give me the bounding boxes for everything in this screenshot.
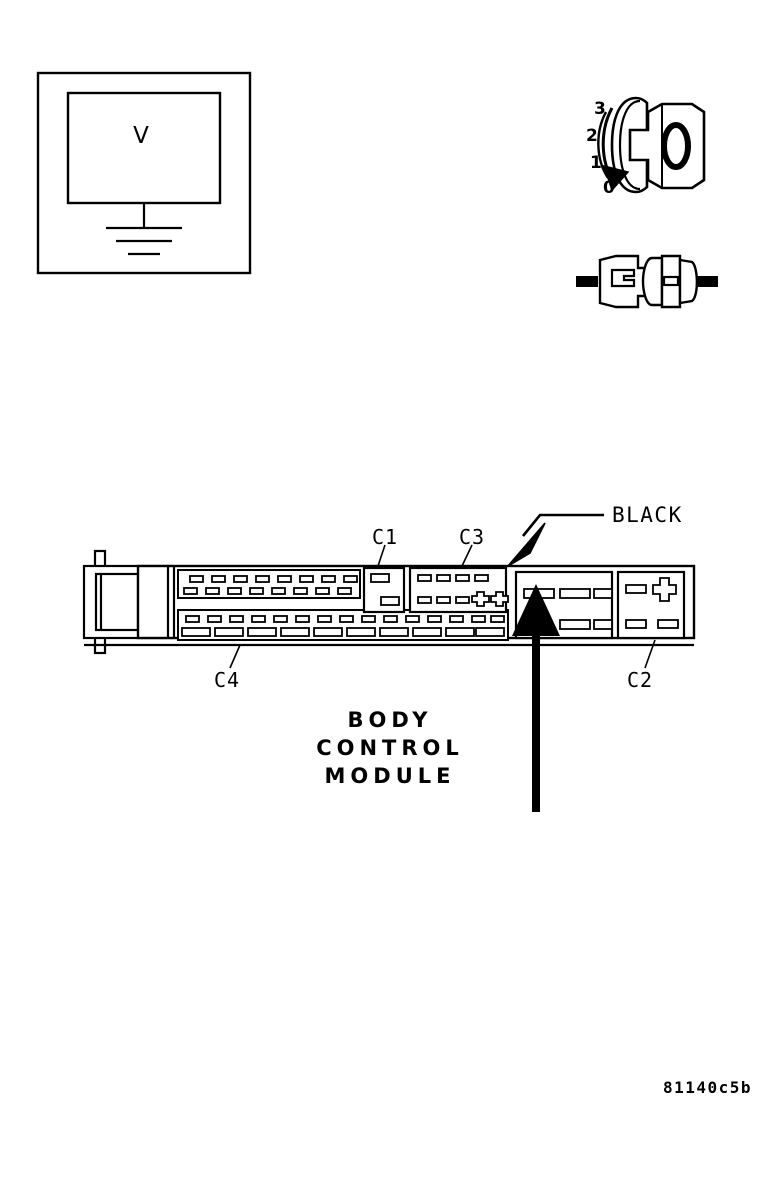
voltmeter-letter: V — [133, 123, 149, 149]
inline-connector-symbol — [576, 254, 718, 309]
module-title-line-2: CONTROL — [316, 736, 464, 760]
figure-id-label: 81140c5b — [662, 1078, 752, 1097]
module-title: BODY CONTROL MODULE — [260, 706, 520, 790]
voltmeter-symbol — [36, 71, 252, 275]
leader-c2 — [644, 639, 656, 669]
c2-pins — [625, 577, 679, 629]
leader-c1 — [377, 544, 386, 567]
pin-cavities — [181, 573, 679, 637]
connector-label-c2: C2 — [627, 668, 654, 692]
connector-label-c4: C4 — [214, 668, 241, 692]
leader-c4 — [229, 644, 241, 669]
c1-pins — [370, 573, 400, 606]
c4-row-c — [185, 615, 505, 623]
key-position-1: 1 — [590, 153, 602, 173]
c4-row-a — [189, 575, 358, 583]
connector-label-c3: C3 — [459, 525, 486, 549]
c4-row-d — [181, 627, 505, 637]
connector-label-c1: C1 — [372, 525, 399, 549]
black-callout-leader — [507, 513, 604, 567]
c3-row-bottom — [417, 591, 509, 607]
probe-arrow — [512, 584, 560, 812]
c3-row-top — [417, 574, 489, 582]
module-title-line-1: BODY — [347, 708, 433, 732]
leader-c3 — [461, 544, 473, 567]
black-wire-label: BLACK — [612, 503, 683, 527]
key-position-3: 3 — [594, 99, 606, 119]
key-position-2: 2 — [586, 126, 598, 146]
module-title-line-3: MODULE — [324, 764, 456, 788]
ignition-key-cylinder — [597, 96, 706, 194]
key-position-0: 0 — [603, 178, 615, 198]
c4-row-b — [183, 587, 352, 595]
